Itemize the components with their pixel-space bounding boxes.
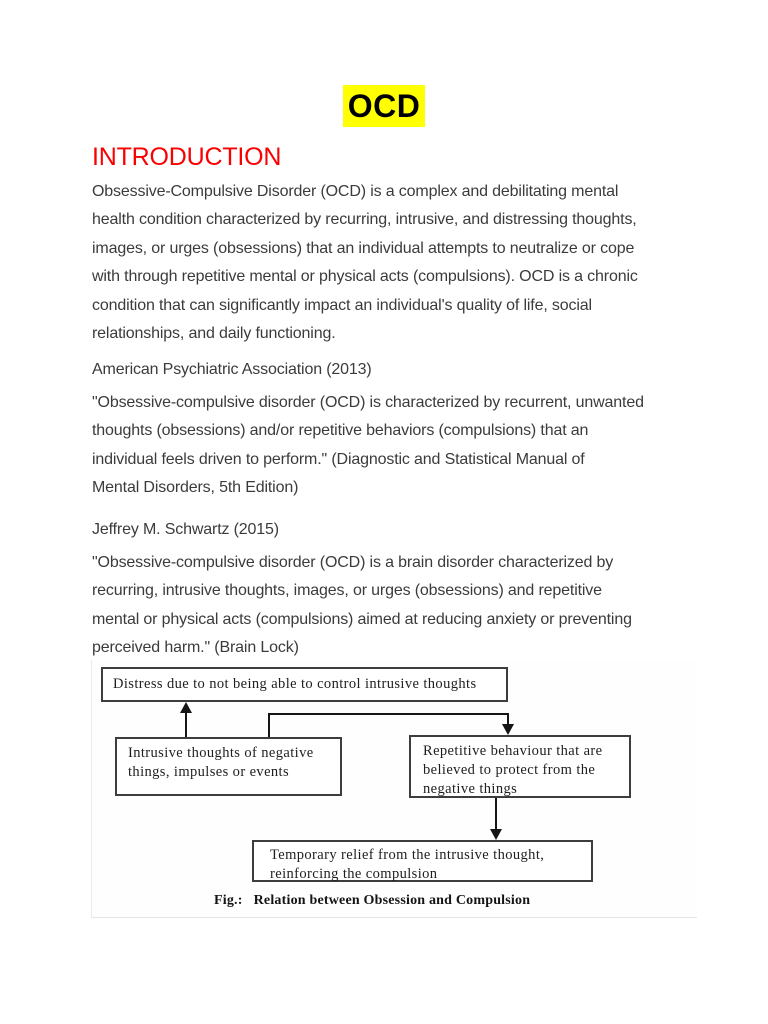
schwartz-quote: "Obsessive-compulsive disorder (OCD) is … [92, 554, 632, 657]
arrow-down-icon [490, 829, 502, 840]
obsession-compulsion-diagram: Distress due to not being able to contro… [91, 660, 697, 918]
figure-box-temporary-relief: Temporary relief from the intrusive thou… [252, 840, 593, 882]
figure-box-repetitive-behaviour: Repetitive behaviour that are believed t… [409, 735, 631, 798]
figure-box-intrusive-thoughts: Intrusive thoughts of negative things, i… [115, 737, 342, 796]
figure-caption: Fig.: Relation between Obsession and Comp… [214, 893, 530, 909]
intro-paragraph: Obsessive-Compulsive Disorder (OCD) is a… [92, 183, 638, 343]
page-title: OCD [0, 85, 768, 127]
elbow-connector-line [268, 713, 508, 715]
arrow-down-shaft [495, 798, 497, 830]
title-highlight: OCD [342, 85, 426, 127]
figure-caption-prefix: Fig.: [214, 893, 243, 908]
arrow-up-shaft [185, 711, 187, 737]
apa-attribution: American Psychiatric Association (2013) [92, 361, 372, 378]
apa-quote: "Obsessive-compulsive disorder (OCD) is … [92, 394, 644, 497]
arrow-down-icon [502, 724, 514, 735]
figure-box-distress: Distress due to not being able to contro… [101, 667, 508, 702]
elbow-connector-stub [268, 713, 270, 737]
arrow-up-icon [180, 702, 192, 713]
schwartz-attribution: Jeffrey M. Schwartz (2015) [92, 521, 279, 538]
elbow-connector-drop [507, 713, 509, 725]
figure-caption-text: Relation between Obsession and Compulsio… [253, 893, 531, 908]
introduction-heading: INTRODUCTION [92, 143, 282, 171]
